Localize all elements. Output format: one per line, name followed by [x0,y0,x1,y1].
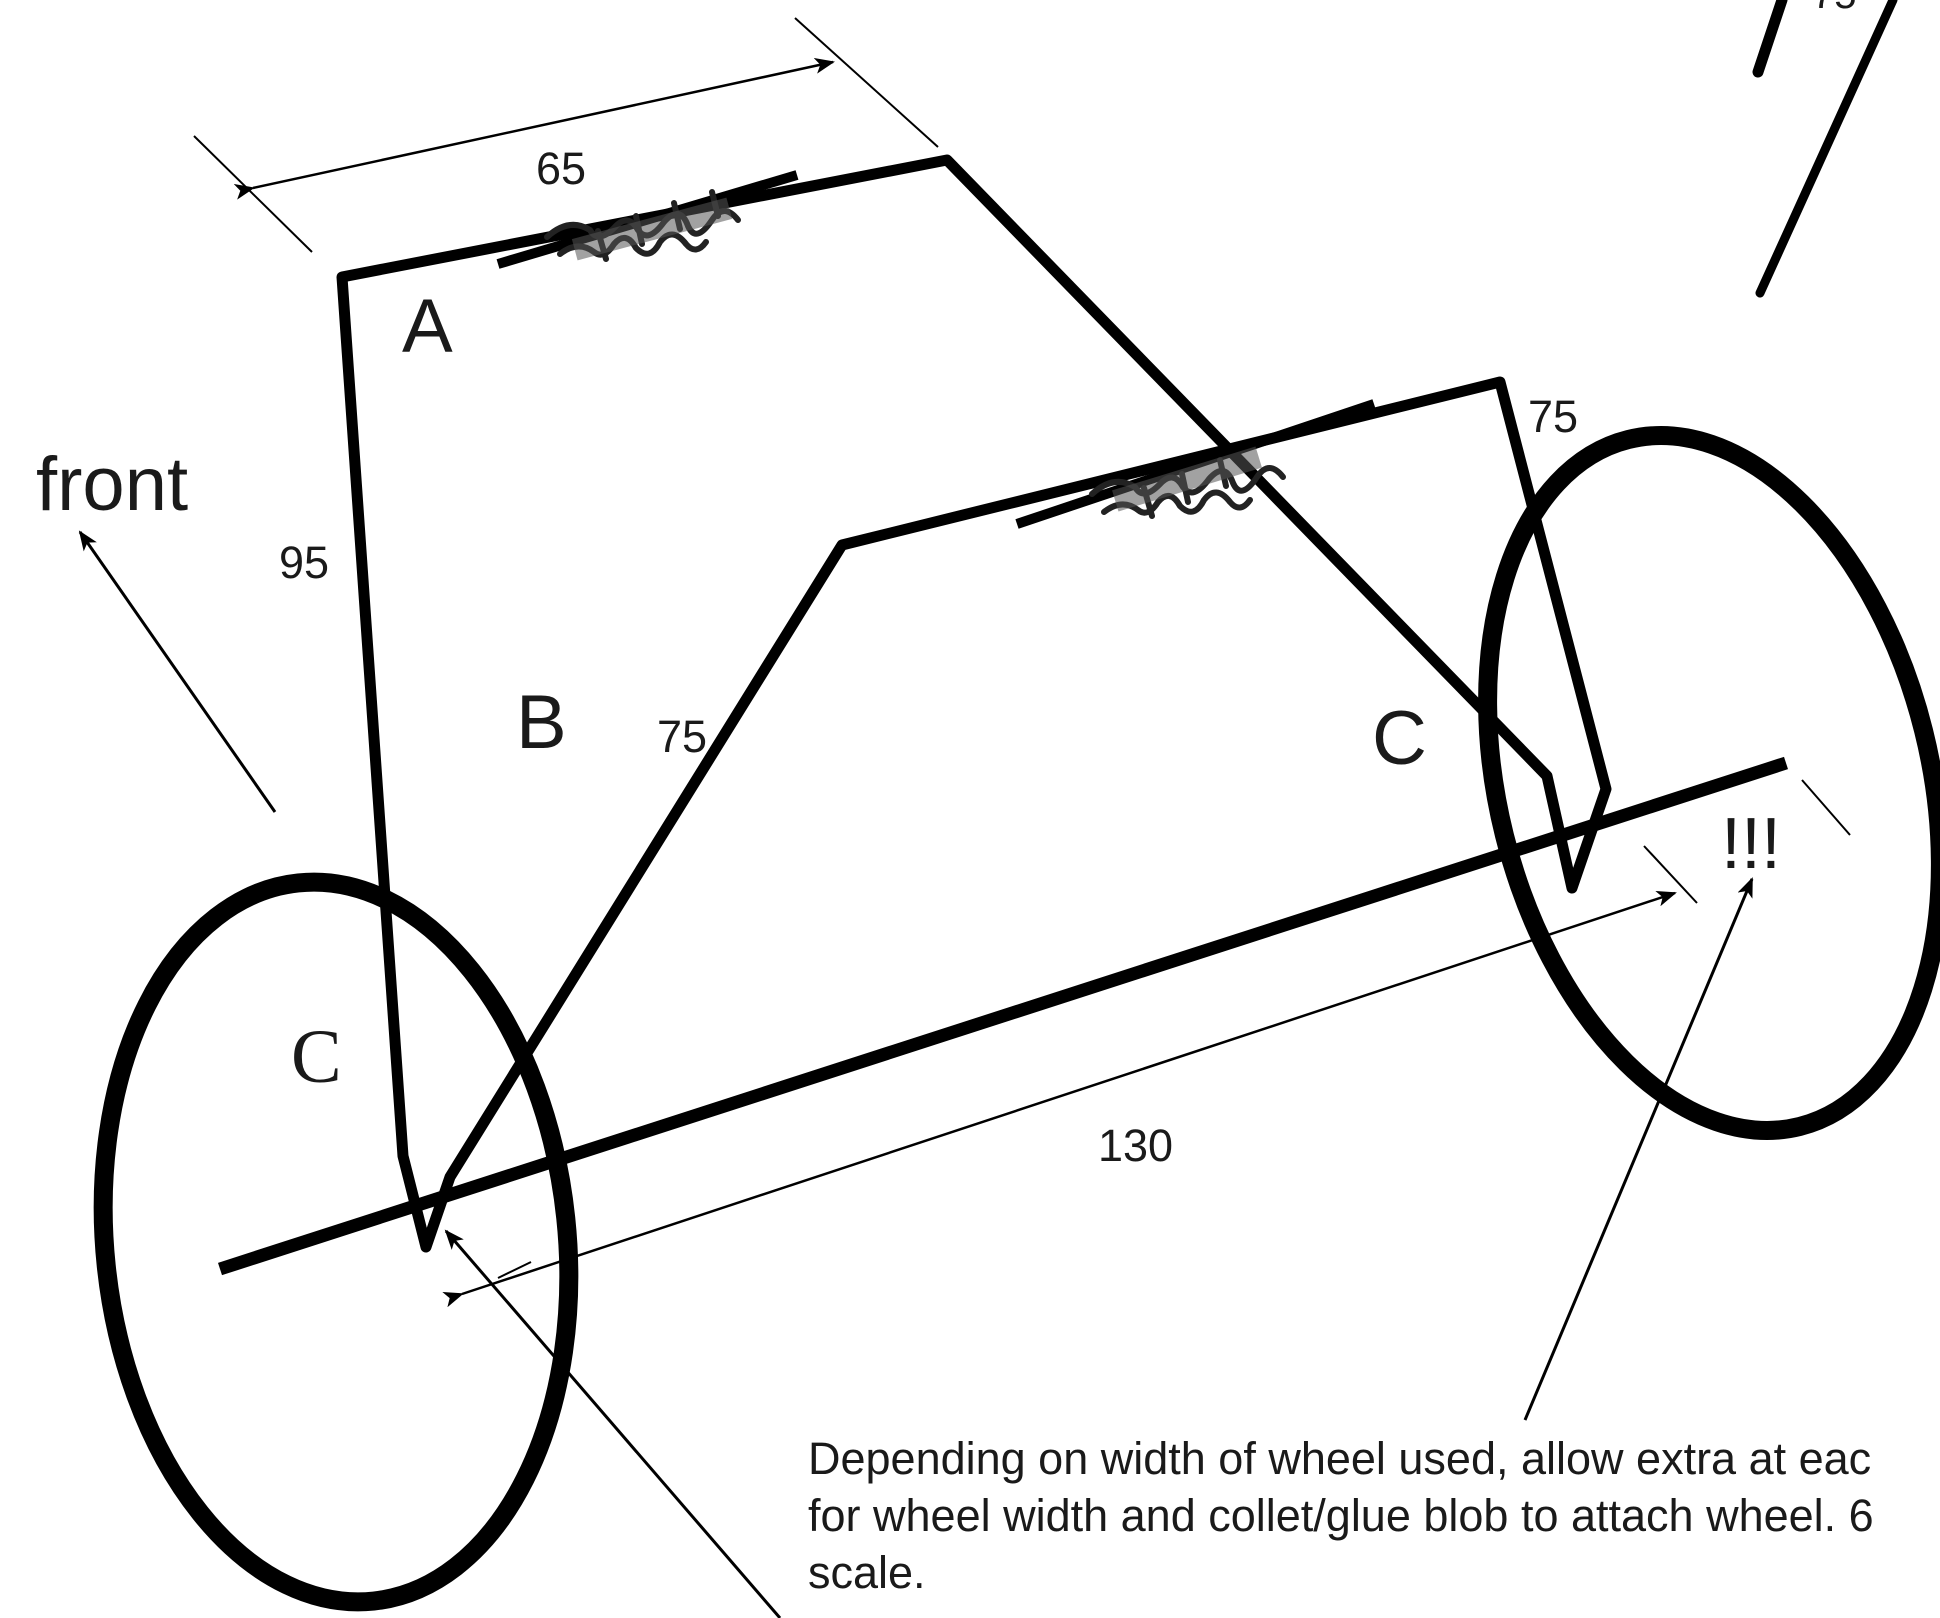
dim-top-ext-left [193,135,313,253]
note-line-3: scale. [808,1547,926,1598]
top-solder-joint-icon [544,189,741,262]
middle-crossbar-rod [1015,399,1376,529]
dim-top-ext-right [794,17,939,148]
front-direction-arrow [78,530,277,813]
part-c-right-label: C [1372,696,1427,781]
part-a-label: A [402,284,453,369]
warning-label: !!! [1721,804,1781,884]
dim-axle-ext-right [1643,845,1698,904]
right-wheel [1478,426,1940,1140]
dim-axle-arrow [442,891,1677,1308]
axle [218,756,1788,1276]
warning-leader-arrow [1523,877,1754,1421]
note-line-1: Depending on width of wheel used, allow … [808,1433,1872,1484]
dim-axle-length-label: 130 [1098,1120,1173,1171]
dim-right-height-label: 75 [1528,391,1578,442]
wheel-width-note: Depending on width of wheel used, allow … [808,1430,1940,1601]
dim-top-right-clipped-label: 75 [1812,0,1857,17]
front-label: front [36,442,188,527]
frame-wire-a [336,154,1612,1253]
left-joint-leader-arrow [444,1229,782,1618]
dim-left-height-label: 95 [279,537,329,588]
clipped-frame-line-1 [1752,0,1788,78]
note-line-2: for wheel width and collet/glue blob to … [808,1490,1874,1541]
dim-diagonal-b-label: 75 [657,711,707,762]
dim-axle-ext-right-2 [1801,779,1851,836]
left-wheel [93,872,579,1612]
part-b-label: B [516,680,567,765]
part-c-left-label: C [291,1015,342,1099]
middle-solder-joint-icon [1089,446,1286,519]
dim-top-arrow [233,58,835,200]
clipped-frame-line-2 [1755,0,1898,298]
dim-top-width-label: 65 [536,143,586,194]
